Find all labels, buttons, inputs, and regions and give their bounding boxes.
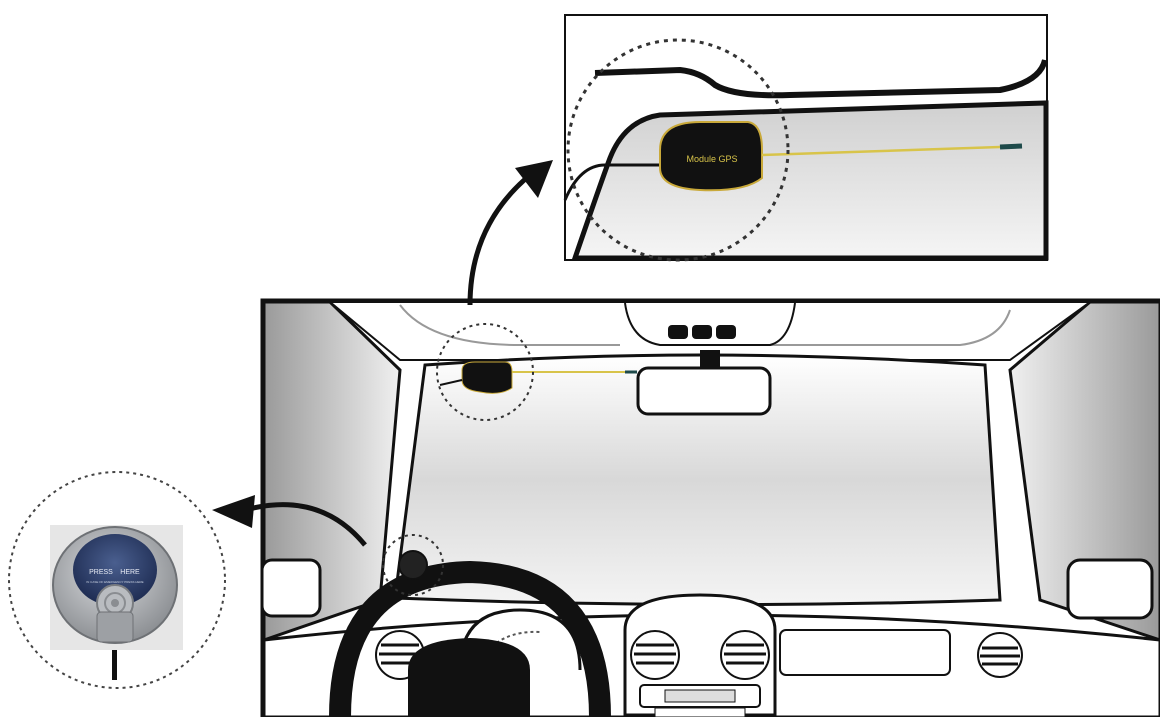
antenna-label: Module GPS [686, 154, 737, 164]
steering-hub [408, 638, 530, 717]
antenna-inset: Module GPS [565, 15, 1047, 260]
device-inset: PRESS HERE IN CASE OF EMERGENCY PRESS HE… [9, 472, 225, 688]
inset-windshield [575, 103, 1046, 258]
center-vent-right [721, 631, 769, 679]
device-text-here: HERE [120, 569, 140, 576]
glovebox [780, 630, 950, 675]
antenna-wire-tip-large [1000, 146, 1022, 147]
gps-antenna-small [462, 362, 512, 393]
right-side-mirror [1068, 560, 1152, 618]
radio-buttons [655, 708, 745, 717]
arrow-head-device [212, 495, 255, 528]
right-vent [978, 633, 1022, 677]
overhead-console [625, 303, 795, 345]
device-marker [112, 650, 117, 680]
rear-view-mirror [638, 368, 770, 414]
dome-light-left [668, 325, 688, 339]
car-interior [262, 300, 1160, 717]
left-side-mirror [262, 560, 320, 616]
dome-light-center [692, 325, 712, 339]
center-vent-left [631, 631, 679, 679]
arrow-to-antenna-inset [470, 175, 530, 305]
arrow-head-antenna [515, 160, 553, 198]
device-text-press: PRESS [89, 569, 113, 576]
device-small-text: IN CASE OF EMERGENCY PRESS HERE [86, 580, 143, 584]
emergency-button-mount [399, 551, 427, 579]
radio-display [665, 690, 735, 702]
device-button-center [111, 599, 119, 607]
dome-light-right [716, 325, 736, 339]
device-clip [97, 612, 133, 642]
